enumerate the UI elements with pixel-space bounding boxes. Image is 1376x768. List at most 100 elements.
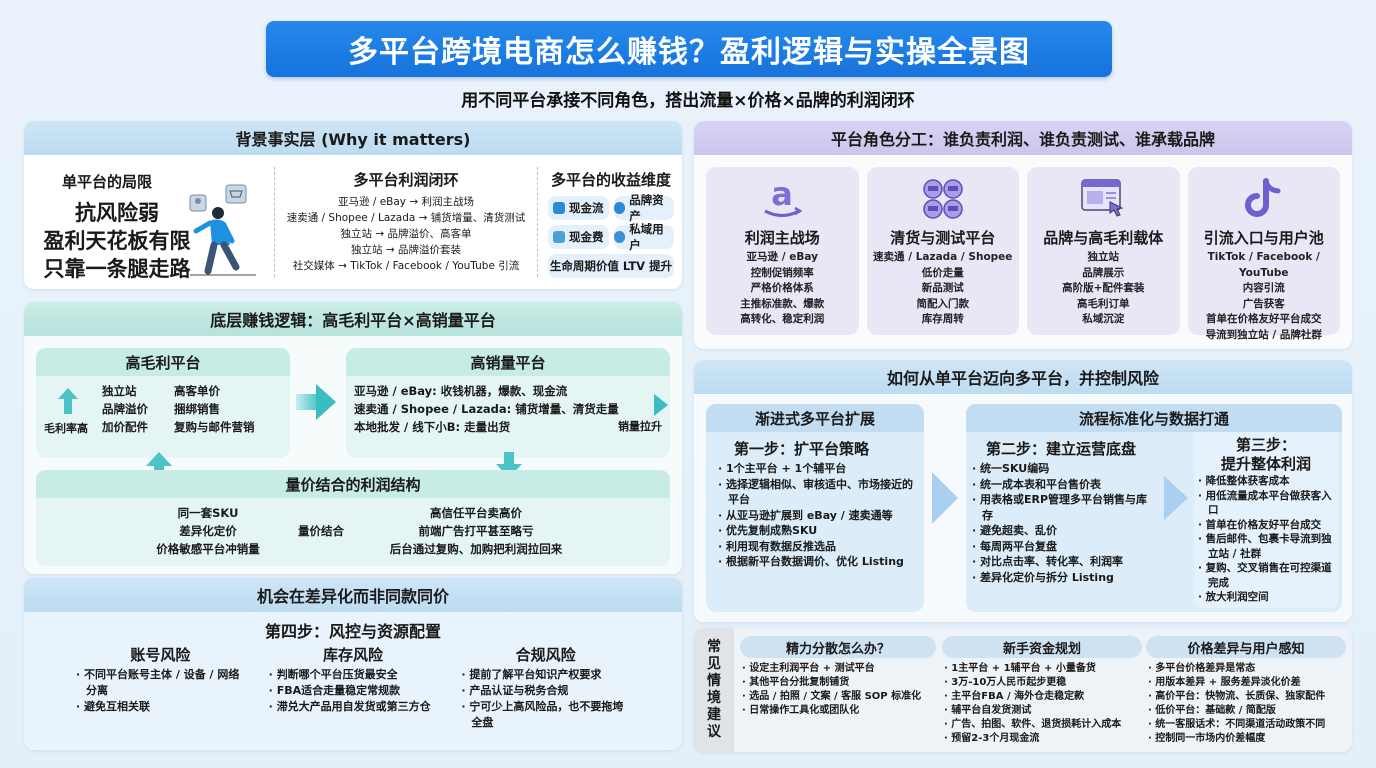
price-volume-structure-box: 量价结合的利润结构 同一套SKU 差异化定价 价格敏感平台冲销量 量价结合 高信… — [36, 470, 670, 566]
up-arrow-icon — [58, 388, 78, 414]
right-arrow-icon — [654, 394, 668, 416]
step-item: · 选择逻辑相似、审核适中、市场接近的平台 — [718, 477, 914, 507]
role-card-brand: 品牌与高毛利载体 独立站 品牌展示 高阶版+配件套装 高毛利订单 私域沉淀 — [1027, 167, 1180, 335]
role-card-traffic: 引流入口与用户池 TikTok / Facebook / YouTube 内容引… — [1187, 167, 1340, 341]
faq-item: · 其他平台分批复制铺货 — [742, 677, 850, 688]
risk-item: · 避免互相关联 — [76, 700, 151, 713]
money-logic-panel: 底层赚钱逻辑：高毛利平台×高销量平台 高毛利平台 毛利率高 独立站 品牌溢价 加… — [24, 302, 682, 574]
risk-item: · 滞兑大产品用自发货或第三方仓 — [268, 700, 431, 713]
role-line: TikTok / Facebook / YouTube — [1207, 251, 1320, 279]
right-arrow-icon — [932, 472, 958, 524]
faq-item: · 高价平台：快物流、长质保、独家配件 — [1148, 691, 1326, 702]
revenue-dimensions-title: 多平台的收益维度 — [550, 171, 671, 189]
limit-line: 盈利天花板有限 — [43, 229, 191, 253]
up-arrow-icon — [146, 452, 172, 478]
profit-loop-title: 多平台利润闭环 — [353, 171, 459, 189]
limits-title: 单平台的局限 — [61, 173, 152, 191]
background-heading: 背景事实层 (Why it matters) — [24, 121, 682, 155]
structure-item: 前端广告打平甚至略亏 — [418, 524, 534, 538]
margin-high-label: 毛利率高 — [44, 422, 88, 435]
tiktok-icon — [1244, 178, 1281, 217]
risk-compliance: 合规风险 · 提前了解平台知识产权要求 · 产品认证与税务合规 · 宁可少上高风… — [459, 644, 632, 731]
faq-item: · 日常操作工具化或团队化 — [742, 705, 860, 716]
risk-title: 库存风险 — [323, 646, 384, 664]
step-three-subtitle: 提升整体利润 — [1220, 455, 1311, 473]
structure-item: 后台通过复购、加购把利润拉回来 — [389, 542, 563, 556]
high-margin-item: 品牌溢价 — [102, 402, 148, 416]
structure-item: 高信任平台卖高价 — [430, 506, 522, 520]
revenue-dimensions: 多平台的收益维度 现金流 品牌资产 现金费 私域用户 生命周期价值 LTV 提升 — [544, 161, 674, 283]
chip-ltv: 生命周期价值 LTV 提升 — [548, 254, 674, 278]
step-item: · 降低整体获客成本 — [1198, 475, 1290, 487]
step-item: · 每周两平台复盘 — [972, 539, 1058, 553]
risk-item: · 判断哪个平台压货最安全 — [268, 668, 398, 681]
risk-title: 账号风险 — [130, 646, 191, 664]
limit-line: 抗风险弱 — [75, 201, 159, 225]
step-four-title: 第四步：风控与资源配置 — [264, 622, 441, 641]
profit-loop-line: 独立站 → 品牌溢价套装 — [351, 244, 461, 256]
role-title: 引流入口与用户池 — [1203, 229, 1324, 247]
profit-loop-line: 速卖通 / Shopee / Lazada → 铺货增量、清货测试 — [286, 212, 526, 224]
chip-cash-flow: 现金流 — [548, 196, 609, 220]
volume-up-label: 销量拉升 — [618, 420, 662, 433]
step-item: · 1个主平台 + 1个辅平台 — [718, 462, 847, 475]
chip-label: 生命周期价值 LTV 提升 — [549, 259, 673, 273]
faq-energy: 精力分散怎么办？ · 设定主利润平台 + 测试平台 · 其他平台分批复制铺货 ·… — [740, 636, 936, 718]
high-volume-item: 速卖通 / Shopee / Lazada: 铺货增量、清货走量 — [354, 402, 619, 416]
role-line: 简配入门款 — [916, 297, 970, 310]
role-line: 广告获客 — [1242, 297, 1285, 310]
structure-item: 同一套SKU — [177, 506, 239, 520]
amazon-icon: a — [764, 177, 803, 217]
profit-loop-line: 独立站 → 品牌溢价、高客单 — [340, 228, 472, 240]
role-card-profit: a 利润主战场 亚马逊 / eBay 控制促销频率 严格价格体系 主推标准款、爆… — [706, 167, 859, 335]
role-line: 低价走量 — [921, 266, 964, 279]
single-platform-limits: 单平台的局限 抗风险弱 盈利天花板有限 只靠一条腿走路 — [32, 161, 268, 283]
faq-item: · 统一客服话术：不同渠道活动政策不同 — [1148, 719, 1326, 730]
role-line: 私域沉淀 — [1082, 313, 1125, 325]
page-title: 多平台跨境电商怎么赚钱？盈利逻辑与实操全景图 — [266, 21, 1112, 77]
step-item: · 统一成本表和平台售价表 — [972, 477, 1102, 491]
role-card-test: 清货与测试平台 速卖通 / Lazada / Shopee 低价走量 新品测试 … — [866, 167, 1019, 335]
risk-item: · 提前了解平台知识产权要求 — [461, 668, 602, 681]
high-volume-item: 本地批发 / 线下小B: 走量出货 — [354, 420, 511, 434]
faq-pill: 新手资金规划 — [942, 636, 1142, 658]
role-line: 控制促销频率 — [750, 266, 814, 279]
risk-item: · 产品认证与税务合规 — [461, 684, 569, 697]
faq-item: · 3万-10万人民币起步更稳 — [944, 677, 1067, 688]
faq-pricing: 价格差异与用户感知 · 多平台价格差异是常态 · 用版本差异 + 服务差异淡化价… — [1146, 636, 1346, 746]
limit-line: 只靠一条腿走路 — [43, 257, 191, 281]
right-arrow-icon — [316, 384, 336, 420]
step-item: · 首单在价格友好平台成交 — [1198, 518, 1322, 531]
step-two-head: 流程标准化与数据打通 — [966, 404, 1342, 432]
structure-center-label: 量价结合 — [298, 524, 344, 538]
step-three-box: 第三步： 提升整体利润 · 降低整体获客成本 · 用低流量成本平台做获客入口 ·… — [1194, 432, 1338, 608]
faq-item: · 低价平台：基础款 / 简配版 — [1148, 705, 1276, 716]
chip-label: 现金流 — [569, 201, 604, 215]
faq-side-label: 常见情 境建议 — [694, 628, 734, 752]
role-line: 高转化、稳定利润 — [740, 313, 825, 325]
trophy-icon — [613, 202, 626, 214]
platform-roles-panel: 平台角色分工：谁负责利润、谁负责测试、谁承载品牌 a 利润主战场 亚马逊 / e… — [694, 121, 1352, 349]
structure-item: 差异化定价 — [179, 524, 237, 538]
role-line: 主推标准款、爆款 — [740, 297, 825, 310]
structure-item: 价格敏感平台冲销量 — [156, 542, 260, 556]
step-item: · 利用现有数据反推选品 — [718, 539, 837, 553]
chip-label: 现金费 — [569, 230, 604, 244]
step-item: · 差异化定价与拆分 Listing — [972, 570, 1114, 584]
step-item: · 对比点击率、转化率、利润率 — [972, 555, 1124, 568]
risk-inventory: 库存风险 · 判断哪个平台压货最安全 · FBA适合走量稳定常规款 · 滞兑大产… — [267, 644, 440, 731]
role-line: 内容引流 — [1242, 282, 1285, 294]
role-title: 清货与测试平台 — [890, 229, 996, 247]
how-to-panel: 如何从单平台迈向多平台，并控制风险 渐进式多平台扩展 第一步：扩平台策略 · 1… — [694, 360, 1352, 622]
step-one-box: 渐进式多平台扩展 第一步：扩平台策略 · 1个主平台 + 1个辅平台 · 选择逻… — [706, 404, 924, 612]
role-line: 亚马逊 / eBay — [746, 251, 818, 263]
role-line: 速卖通 / Lazada / Shopee — [873, 251, 1013, 263]
faq-item: · 预留2-3个月现金流 — [944, 733, 1040, 744]
faq-funding: 新手资金规划 · 1主平台 + 1辅平台 + 小量备货 · 3万-10万人民币起… — [942, 636, 1142, 746]
structure-title: 量价结合的利润结构 — [36, 470, 670, 498]
risk-item: · 不同平台账号主体 / 设备 / 网络分离 — [76, 668, 240, 697]
flow-arrow-shaft — [296, 394, 318, 410]
bank-icon — [553, 231, 565, 243]
step-item: · 从亚马逊扩展到 eBay / 速卖通等 — [718, 508, 893, 522]
standardize-box: 流程标准化与数据打通 第二步：建立运营底盘 · 统一SKU编码 · 统一成本表和… — [966, 404, 1342, 612]
